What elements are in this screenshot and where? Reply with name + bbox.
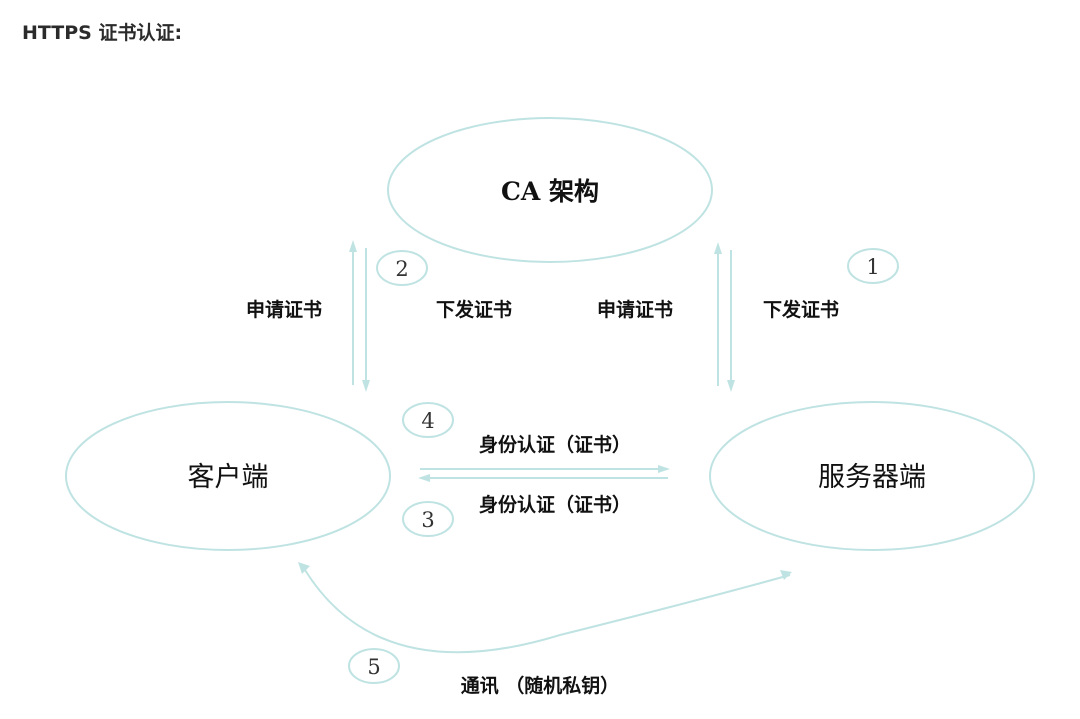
page-title: HTTPS 证书认证: [22, 22, 183, 44]
step-3-number: 3 [421, 508, 434, 532]
server-ca-arrows [714, 242, 735, 392]
client-ca-arrows [349, 240, 370, 392]
step-1-marker: 1 [847, 248, 899, 284]
auth-arrows [418, 465, 670, 482]
step-2-marker: 2 [376, 250, 428, 286]
ca-node [387, 117, 713, 263]
auth-bottom-label: 身份认证（证书） [479, 493, 631, 516]
step-4-number: 4 [421, 409, 434, 433]
step-2-number: 2 [395, 257, 408, 281]
step-5-number: 5 [367, 655, 380, 679]
server-apply-cert-label: 申请证书 [597, 298, 673, 321]
server-issue-cert-label: 下发证书 [763, 298, 839, 321]
client-issue-cert-label: 下发证书 [436, 298, 512, 321]
step-5-marker: 5 [348, 648, 400, 684]
communication-label: 通讯 （随机私钥） [461, 674, 620, 697]
communication-arrow [298, 562, 792, 654]
client-apply-cert-label: 申请证书 [246, 298, 322, 321]
ca-node-label: CA 架构 [501, 177, 599, 206]
client-node-label: 客户端 [188, 462, 269, 493]
step-1-number: 1 [866, 255, 879, 279]
client-node [65, 401, 391, 551]
step-3-marker: 3 [402, 501, 454, 537]
server-node-label: 服务器端 [818, 462, 926, 493]
step-4-marker: 4 [402, 402, 454, 438]
server-node [709, 401, 1035, 551]
auth-top-label: 身份认证（证书） [479, 433, 631, 456]
